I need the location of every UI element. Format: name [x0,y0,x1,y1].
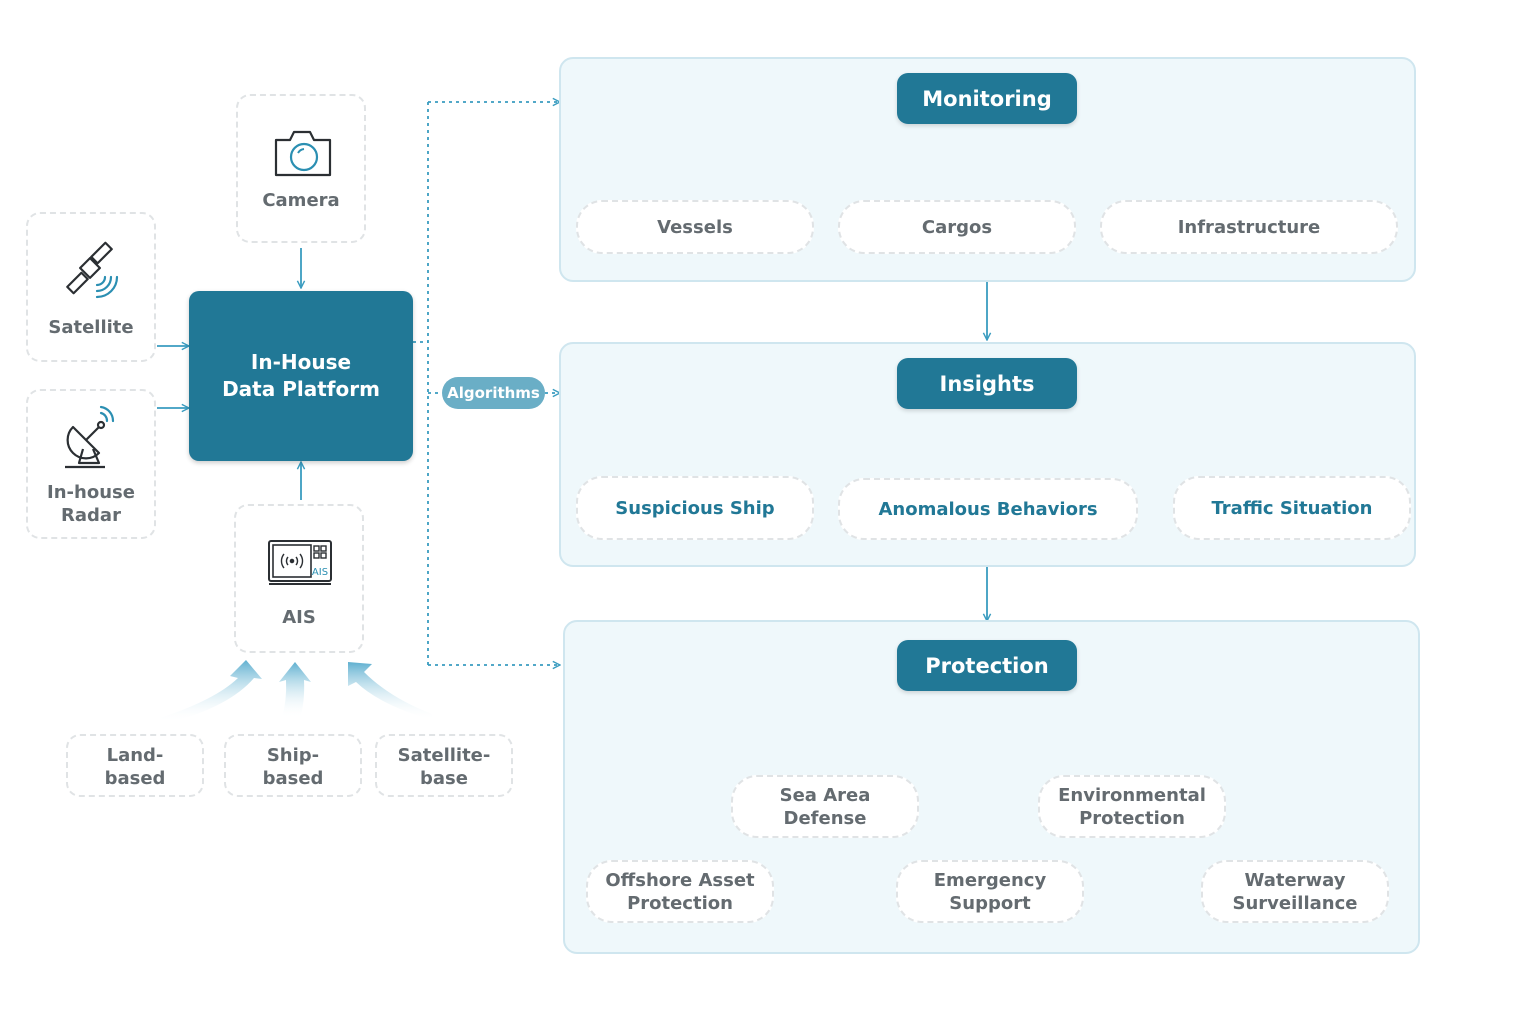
satellite-label: Satellite [48,317,134,338]
satellite-based-source: Satellite- base [375,734,513,797]
sea-area-defense-line1: Sea Area [779,784,871,806]
ais-icon-text: AIS [312,567,328,578]
protection-item-waterway-surveillance: Waterway Surveillance [1201,860,1389,923]
ais-label: AIS [282,607,316,628]
radar-label-line2: Radar [61,505,121,526]
protection-item-offshore-asset-protection: Offshore Asset Protection [586,860,774,923]
satellite-icon [66,241,119,299]
sea-area-defense-line2: Defense [783,807,867,829]
emergency-support-line2: Support [949,892,1031,914]
ship-based-line2: based [262,768,324,789]
environmental-protection-line1: Environmental [1058,784,1206,806]
satellite-based-line1: Satellite- [397,745,491,766]
camera-label: Camera [262,190,340,211]
waterway-surveillance-line1: Waterway [1244,869,1346,891]
insights-item-traffic-situation: Traffic Situation [1173,476,1411,540]
monitoring-item-infrastructure: Infrastructure [1100,200,1398,254]
protection-item-environmental-protection: Environmental Protection [1038,775,1226,838]
ais-input-arrows [160,660,432,722]
radar-label-line1: In-house [47,482,135,503]
data-platform-box: In-House Data Platform [189,291,413,461]
insights-item-suspicious-ship: Suspicious Ship [576,476,814,540]
offshore-asset-protection-line2: Protection [627,892,733,914]
land-based-line2: based [104,768,166,789]
platform-title-line2: Data Platform [222,377,380,401]
monitoring-item-cargos: Cargos [838,200,1076,254]
insights-title: Insights [897,358,1077,409]
ais-device-icon: AIS [268,540,332,585]
satellite-source: Satellite [26,212,156,362]
waterway-surveillance-line2: Surveillance [1232,892,1358,914]
land-based-source: Land- based [66,734,204,797]
platform-title-line1: In-House [250,350,352,374]
ais-source: AIS AIS [234,504,364,653]
radar-dish-icon [65,405,115,469]
emergency-support-line1: Emergency [933,869,1047,891]
land-based-line1: Land- [106,745,164,766]
insights-item-anomalous-behaviors: Anomalous Behaviors [838,478,1138,540]
ship-based-line1: Ship- [266,745,320,766]
camera-source: Camera [236,94,366,243]
monitoring-item-vessels: Vessels [576,200,814,254]
offshore-asset-protection-line1: Offshore Asset [605,869,755,891]
environmental-protection-line2: Protection [1079,807,1185,829]
protection-title: Protection [897,640,1077,691]
ship-based-source: Ship- based [224,734,362,797]
algorithms-badge: Algorithms [442,377,545,409]
radar-source: In-house Radar [26,389,156,539]
camera-icon [274,130,332,177]
monitoring-title: Monitoring [897,73,1077,124]
protection-item-emergency-support: Emergency Support [896,860,1084,923]
satellite-based-line2: base [420,768,468,789]
protection-item-sea-area-defense: Sea Area Defense [731,775,919,838]
